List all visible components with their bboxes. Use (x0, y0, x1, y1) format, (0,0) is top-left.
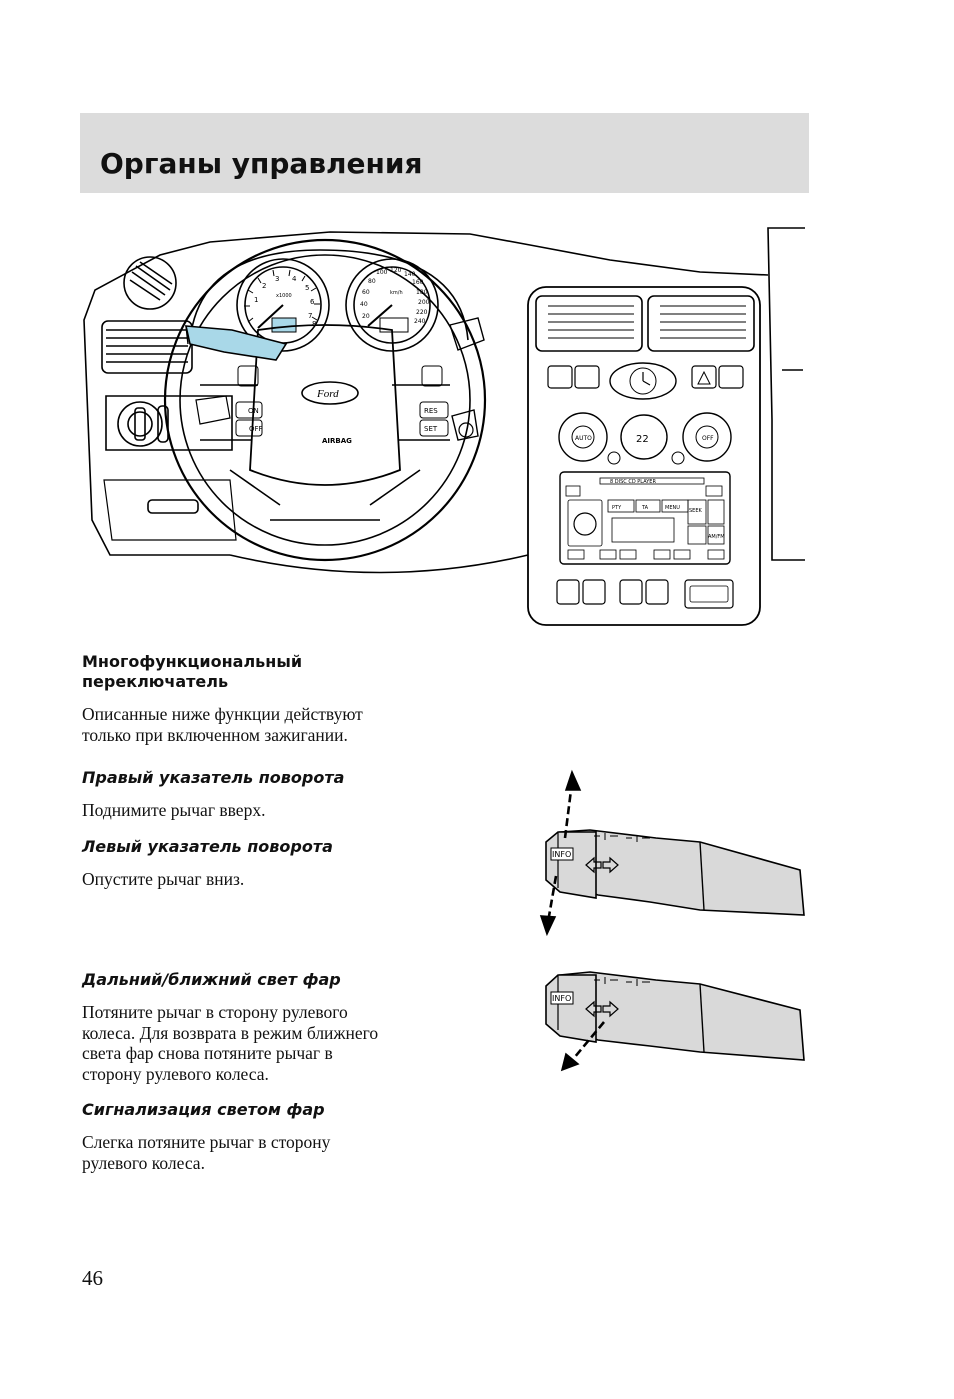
multifunction-heading-line1: Многофункциональный (82, 652, 303, 671)
climate-off-label: OFF (702, 435, 714, 442)
lever2-info-label: INFO (552, 994, 571, 1003)
section-high-beam: Дальний/ближний свет фар Потяните рычаг … (82, 970, 462, 1084)
page-title: Органы управления (100, 147, 423, 180)
multifunction-body-line2: только при включенном зажигании. (82, 724, 348, 745)
lever-highlight (184, 325, 288, 361)
svg-text:20: 20 (362, 313, 370, 320)
radio-seek-label: SEEK (689, 508, 702, 514)
svg-text:2: 2 (262, 282, 266, 290)
radio-ta-label: TA (641, 505, 649, 511)
svg-text:160: 160 (412, 279, 424, 286)
svg-text:240: 240 (414, 318, 426, 325)
header-band (80, 113, 809, 193)
radio-pty-label: PTY (612, 505, 622, 511)
lever1-info-label: INFO (552, 850, 571, 859)
flash-heading: Сигнализация светом фар (82, 1100, 325, 1119)
svg-text:1: 1 (254, 296, 258, 304)
ford-logo-text: Ford (316, 388, 339, 400)
svg-text:8: 8 (312, 320, 316, 328)
airbag-label: AIRBAG (322, 437, 352, 445)
high-beam-body-line4: сторону рулевого колеса. (82, 1063, 269, 1084)
cruise-on-label: ON (248, 407, 259, 415)
svg-text:3: 3 (275, 275, 279, 283)
section-turn-left: Левый указатель поворота Опустите рычаг … (82, 837, 462, 890)
svg-text:100: 100 (376, 269, 388, 276)
radio-menu-label: MENU (665, 505, 680, 511)
svg-text:220: 220 (416, 309, 428, 316)
flash-body-line2: рулевого колеса. (82, 1152, 205, 1173)
radio-player-text: 8 DISC CD PLAYER (610, 479, 656, 485)
svg-text:40: 40 (360, 301, 368, 308)
cruise-set-label: SET (424, 425, 438, 433)
page-number: 46 (82, 1266, 103, 1290)
high-beam-body-line3: света фар снова потяните рычаг в (82, 1043, 333, 1063)
climate-auto-label: AUTO (575, 435, 592, 442)
turn-left-body: Опустите рычаг вниз. (82, 869, 245, 889)
svg-text:140: 140 (404, 271, 416, 278)
section-multifunction: Многофункциональный переключатель Описан… (82, 652, 462, 745)
svg-text:200: 200 (418, 299, 430, 306)
turn-right-body: Поднимите рычаг вверх. (82, 800, 266, 820)
section-flash: Сигнализация светом фар Слегка потяните … (82, 1100, 462, 1173)
svg-text:80: 80 (368, 278, 376, 285)
turn-left-heading: Левый указатель поворота (82, 837, 333, 856)
high-beam-body-line1: Потяните рычаг в сторону рулевого (82, 1002, 348, 1022)
cruise-res-label: RES (424, 407, 438, 415)
svg-text:x1000: x1000 (276, 293, 292, 299)
svg-text:4: 4 (292, 275, 297, 283)
lever-turn-signal-figure: INFO (539, 769, 805, 937)
multifunction-body-line1: Описанные ниже функции действуют (82, 704, 363, 724)
svg-text:180: 180 (416, 289, 428, 296)
radio-amfm-label: AM/FM (708, 534, 725, 540)
climate-temp-label: 22 (636, 434, 649, 445)
multifunction-heading-line2: переключатель (82, 672, 229, 691)
section-turn-right: Правый указатель поворота Поднимите рыча… (82, 768, 462, 821)
svg-text:120: 120 (390, 267, 402, 274)
flash-body-line1: Слегка потяните рычаг в сторону (82, 1132, 331, 1152)
turn-right-heading: Правый указатель поворота (82, 768, 345, 787)
lever-headlight-figure: INFO (545, 971, 805, 1072)
svg-text:6: 6 (310, 298, 315, 306)
svg-text:5: 5 (305, 284, 309, 292)
svg-text:7: 7 (308, 312, 312, 320)
high-beam-heading: Дальний/ближний свет фар (82, 970, 341, 989)
svg-text:60: 60 (362, 289, 370, 296)
high-beam-body-line2: колеса. Для возврата в режим ближнего (82, 1022, 379, 1043)
svg-text:km/h: km/h (390, 290, 403, 296)
cruise-off-label: OFF (249, 425, 263, 433)
